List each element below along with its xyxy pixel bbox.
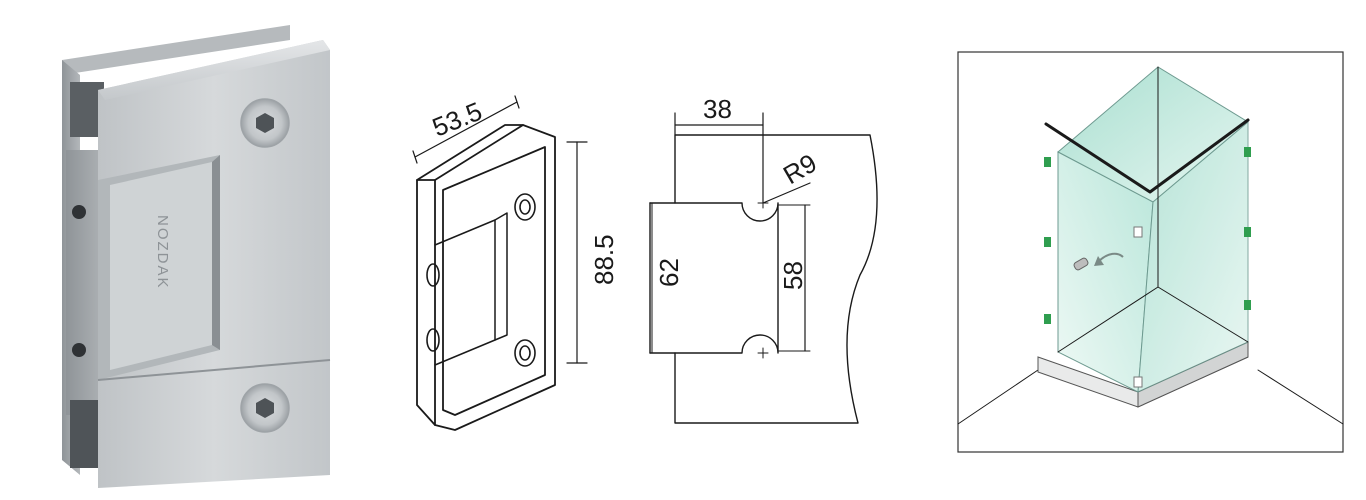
isometric-drawing-graphic: 53.5 88.5: [412, 95, 619, 431]
outer-height-dimension-label: 62: [654, 258, 684, 287]
clip-4: [1244, 147, 1251, 157]
radius-dimension-label: R9: [778, 148, 822, 191]
hinge-photo-graphic: NOZDAK: [62, 25, 331, 488]
clip-2: [1044, 237, 1051, 247]
side-hole-upper: [72, 205, 86, 219]
cutout-dimension-graphic: 38 R9 62 58: [649, 94, 878, 424]
inner-height-dimension-label: 58: [778, 261, 808, 290]
clip-5: [1244, 227, 1251, 237]
offset-dimension-label: 38: [703, 94, 732, 124]
shower-enclosure-illustration: [957, 51, 1344, 453]
brand-engraving: NOZDAK: [154, 215, 171, 290]
isometric-drawing: 53.5 88.5: [395, 85, 620, 445]
clip-3: [1044, 314, 1051, 324]
shower-enclosure-graphic: [957, 51, 1344, 453]
clip-1: [1044, 157, 1051, 167]
door-knob: [1073, 257, 1089, 271]
width-dimension-label: 53.5: [428, 96, 486, 143]
hinge-photo: NOZDAK: [40, 20, 360, 490]
clip-6: [1244, 300, 1251, 310]
cutout-dimension-drawing: 38 R9 62 58: [630, 85, 900, 435]
height-dimension-label: 88.5: [589, 234, 619, 285]
side-hole-lower: [72, 343, 86, 357]
